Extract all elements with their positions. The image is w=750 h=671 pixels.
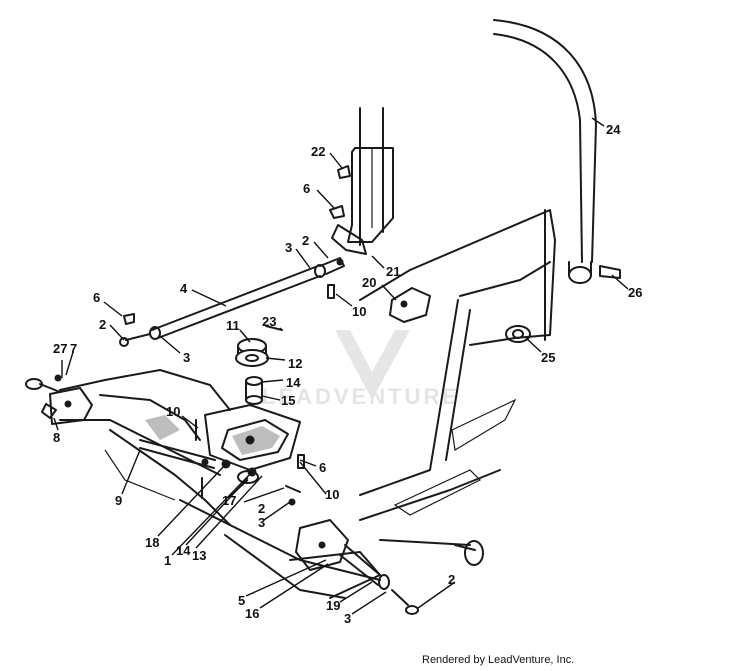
callout-13: 13 (192, 548, 206, 563)
callout-10: 10 (325, 487, 339, 502)
callout-19: 19 (326, 598, 340, 613)
callout-21: 21 (386, 264, 400, 279)
callout-2: 2 (258, 501, 265, 516)
leader-lines (53, 117, 629, 615)
callout-1: 1 (164, 553, 171, 568)
callout-labels: 22 6 3 2 21 24 26 4 20 10 6 2 11 23 25 3… (53, 122, 642, 626)
watermark-text: LEADVENTURE (262, 384, 460, 409)
callout-11: 11 (226, 318, 240, 333)
callout-22: 22 (311, 144, 325, 159)
mounting-plate (204, 404, 301, 484)
pivot-bushing-stack (235, 338, 269, 405)
right-spindle (295, 519, 419, 615)
leadventure-watermark: LEADVENTURE (262, 330, 460, 409)
bracket-and-plate (389, 287, 531, 343)
axle-housing (59, 369, 381, 599)
callout-3: 3 (258, 515, 265, 530)
callout-6: 6 (303, 181, 310, 196)
callout-15: 15 (281, 393, 295, 408)
callout-14: 14 (286, 375, 301, 390)
callout-8: 8 (53, 430, 60, 445)
left-spindle (25, 374, 93, 425)
callout-14: 14 (176, 543, 191, 558)
callout-18: 18 (145, 535, 159, 550)
callout-6: 6 (93, 290, 100, 305)
callout-16: 16 (245, 606, 259, 621)
callout-4: 4 (180, 281, 188, 296)
callout-3: 3 (183, 350, 190, 365)
callout-2: 2 (448, 572, 455, 587)
callout-3: 3 (285, 240, 292, 255)
callout-5: 5 (238, 593, 245, 608)
callout-20: 20 (362, 275, 376, 290)
callout-2: 2 (99, 317, 106, 332)
link-rod (119, 257, 345, 347)
callout-24: 24 (606, 122, 621, 137)
footer-credit: Rendered by LeadVenture, Inc. (422, 654, 575, 666)
callout-25: 25 (541, 350, 555, 365)
hardware (123, 165, 351, 506)
callout-10: 10 (352, 304, 366, 319)
callout-12: 12 (288, 356, 302, 371)
steering-column (331, 107, 394, 255)
roll-bar-tube (493, 19, 621, 284)
callout-9: 9 (115, 493, 122, 508)
callout-2: 2 (302, 233, 309, 248)
callout-27: 27 (53, 341, 67, 356)
callout-7: 7 (70, 341, 77, 356)
watermark-logo (335, 330, 410, 400)
callout-23: 23 (262, 314, 276, 329)
callout-6: 6 (319, 460, 326, 475)
callout-17: 17 (222, 493, 236, 508)
callout-3: 3 (344, 611, 351, 626)
tie-rod (139, 439, 216, 469)
callout-10: 10 (166, 404, 180, 419)
callout-26: 26 (628, 285, 642, 300)
